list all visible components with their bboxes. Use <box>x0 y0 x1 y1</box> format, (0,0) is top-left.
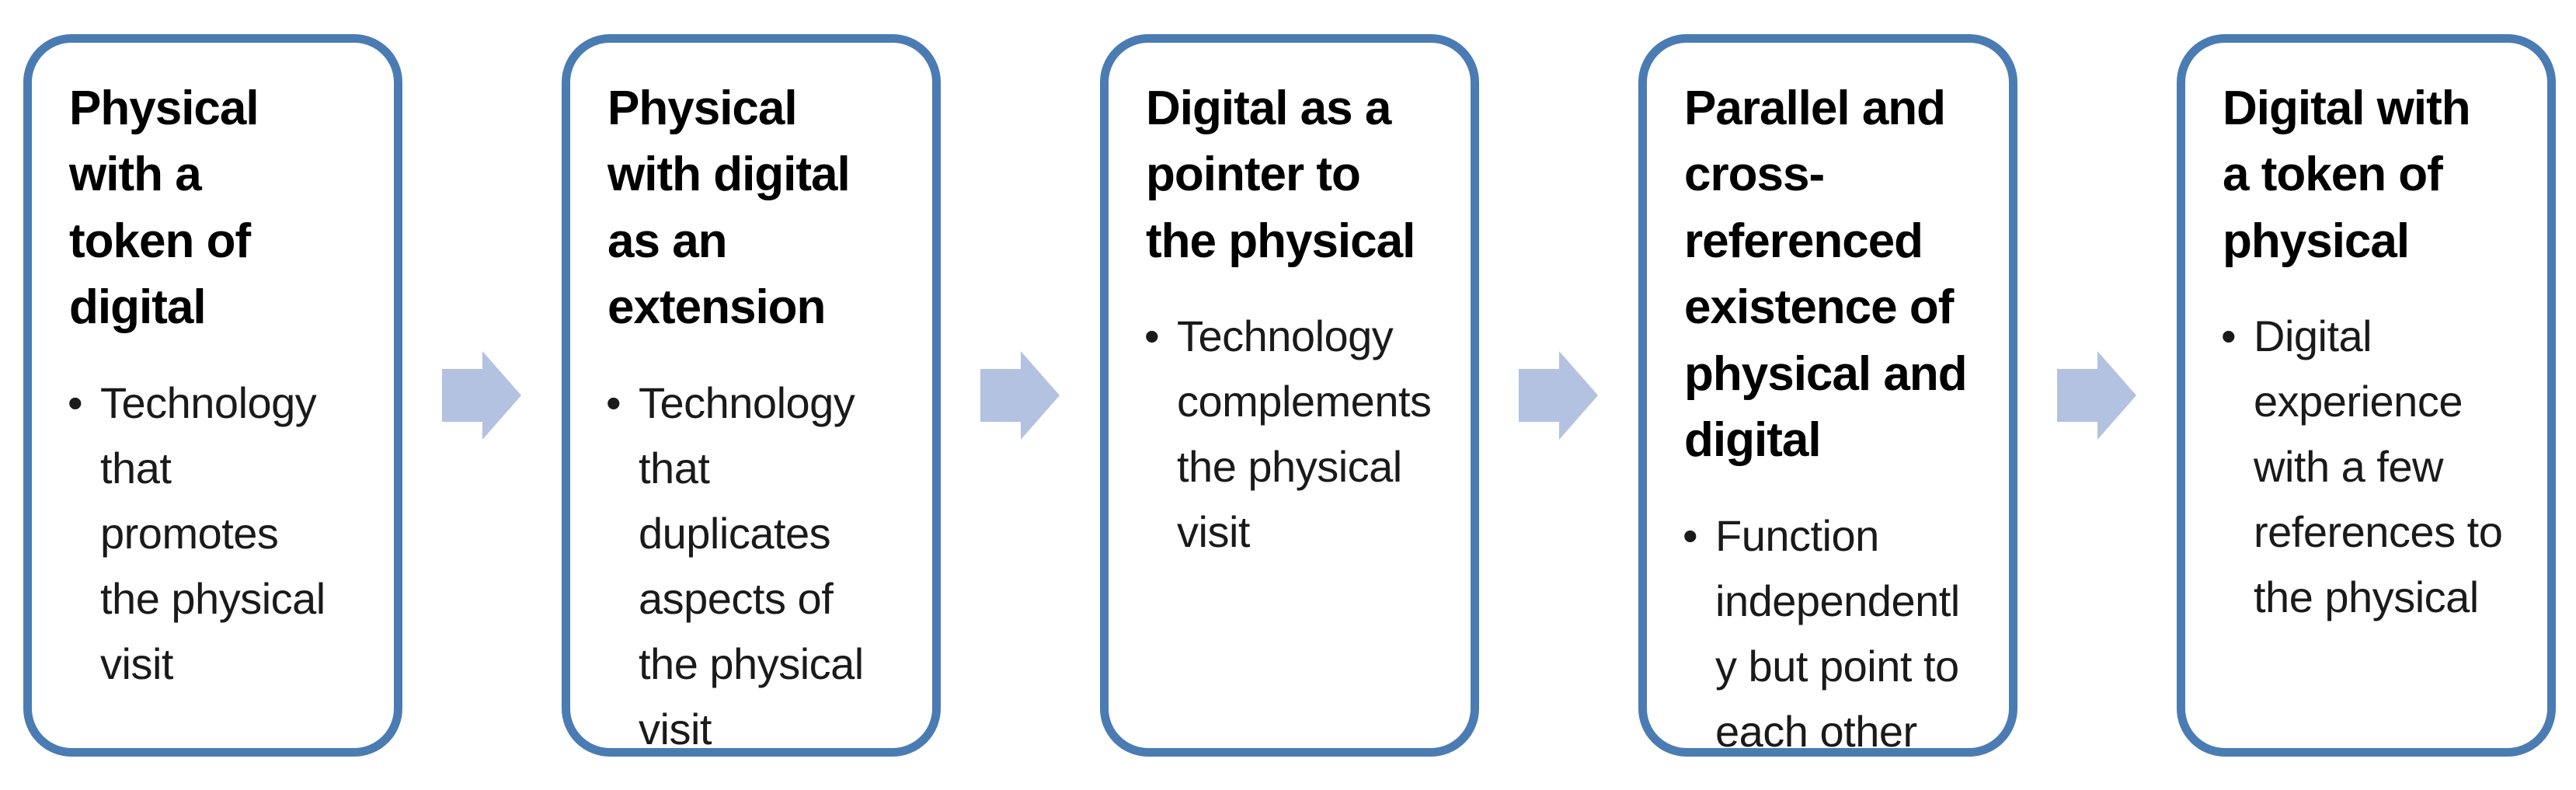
title-line: Digital with <box>2223 81 2471 135</box>
body-line: Technology <box>100 378 317 427</box>
body-line: promotes <box>100 508 279 558</box>
title-line: physical and <box>1684 346 1968 401</box>
stage-4-description: • Function independentl y but point to e… <box>1683 503 1995 756</box>
stage-box-5: Digital with a token of physical • Digit… <box>2177 33 2556 757</box>
right-arrow-icon <box>1519 350 1599 440</box>
body-line: each other <box>1715 706 1917 756</box>
stage-3-description: • Technology complements the physical vi… <box>1144 304 1457 565</box>
body-line: the physical <box>639 639 864 688</box>
title-line: a token of <box>2223 148 2443 202</box>
body-line: Technology <box>1177 311 1394 361</box>
body-line: that <box>100 443 172 492</box>
title-line: Parallel and <box>1684 81 1946 135</box>
title-line: Physical <box>69 81 259 135</box>
title-line: with a <box>69 148 202 202</box>
bullet-icon: • <box>68 378 83 427</box>
body-line: y but point to <box>1715 641 1959 691</box>
stage-box-1: Physical with a token of digital • Techn… <box>23 33 402 757</box>
title-line: the physical <box>1146 214 1415 268</box>
body-line: visit <box>100 639 173 688</box>
title-line: Physical <box>607 81 798 135</box>
body-line: Technology <box>639 378 855 427</box>
title-line: pointer to <box>1146 148 1361 202</box>
right-arrow-icon <box>980 350 1060 440</box>
right-arrow-icon <box>2057 350 2137 440</box>
body-line: the physical <box>1177 442 1402 492</box>
bullet-icon: • <box>1683 510 1698 560</box>
stage-5-description: • Digital experience with a few referenc… <box>2221 304 2533 630</box>
stage-2-description: • Technology that duplicates aspects of … <box>606 371 918 753</box>
title-line: physical <box>2223 214 2410 268</box>
stage-3-title: Digital as a pointer to the physical <box>1146 75 1457 275</box>
bullet-icon: • <box>2221 311 2237 361</box>
title-line: extension <box>607 280 826 335</box>
body-line: visit <box>639 704 712 753</box>
body-line: aspects of <box>639 573 834 623</box>
body-line: complements <box>1177 377 1432 426</box>
stage-box-2: Physical with digital as an extension • … <box>562 33 941 757</box>
stage-box-3: Digital as a pointer to the physical • T… <box>1100 33 1479 757</box>
body-line: Function <box>1715 510 1879 560</box>
body-line: duplicates <box>639 508 831 558</box>
bullet-icon: • <box>1144 311 1160 361</box>
title-line: referenced <box>1684 214 1923 268</box>
stage-1-title: Physical with a token of digital <box>69 75 380 341</box>
title-line: cross- <box>1684 148 1825 202</box>
body-line: references to <box>2254 507 2503 557</box>
body-line: the physical <box>100 573 325 623</box>
body-line: that <box>639 443 710 492</box>
title-line: token of <box>69 214 251 268</box>
body-line: Digital <box>2254 311 2372 361</box>
body-line: with a few <box>2254 442 2444 492</box>
body-line: visit <box>1177 507 1250 557</box>
stage-2-title: Physical with digital as an extension <box>607 75 918 341</box>
title-line: as an <box>607 214 728 268</box>
stage-1-description: • Technology that promotes the physical … <box>68 371 380 697</box>
body-line: experience <box>2254 377 2463 426</box>
body-line: the physical <box>2254 572 2479 622</box>
title-line: Digital as a <box>1146 81 1391 135</box>
right-arrow-icon <box>442 350 522 440</box>
title-line: with digital <box>607 148 851 202</box>
stage-4-title: Parallel and cross- referenced existence… <box>1684 75 1995 474</box>
title-line: digital <box>69 280 207 335</box>
stage-box-4: Parallel and cross- referenced existence… <box>1638 33 2017 757</box>
bullet-icon: • <box>606 378 621 427</box>
stage-5-title: Digital with a token of physical <box>2223 75 2533 275</box>
body-line: independentl <box>1715 576 1960 625</box>
title-line: existence of <box>1684 280 1954 335</box>
title-line: digital <box>1684 413 1822 468</box>
